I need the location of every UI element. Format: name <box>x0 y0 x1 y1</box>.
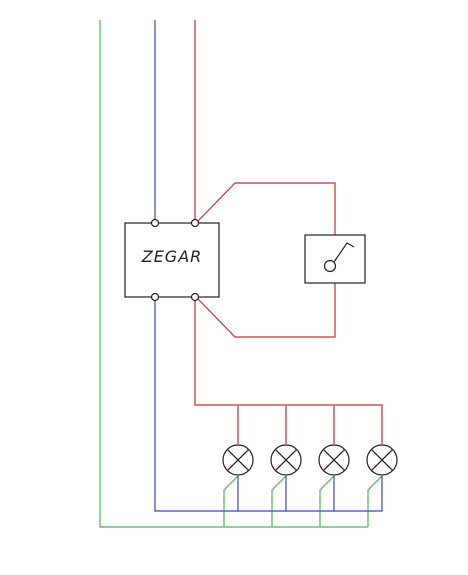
terminal-neutral-in <box>150 218 160 228</box>
lamp-cross <box>226 448 250 472</box>
earth-tap-1 <box>223 475 239 527</box>
timer-box: ZEGAR <box>124 218 220 302</box>
earth-tap-4 <box>367 475 383 527</box>
earth-wiring <box>99 20 383 528</box>
lamp <box>366 444 398 476</box>
phase-from-switch <box>197 283 336 338</box>
neutral-return <box>154 301 383 512</box>
light-switch <box>304 234 366 284</box>
earth-main-line <box>99 20 368 528</box>
switch-body <box>304 234 366 284</box>
lamp-cross <box>322 448 346 472</box>
terminal-neutral-out <box>150 292 160 302</box>
lamp-group <box>222 444 398 476</box>
lamp <box>318 444 350 476</box>
lamp-cross <box>274 448 298 472</box>
phase-wiring <box>194 20 383 444</box>
phase-lamp-bus <box>194 301 383 444</box>
switch-lever <box>333 242 355 263</box>
earth-tap-3 <box>319 475 335 527</box>
lamp <box>222 444 254 476</box>
lamp <box>270 444 302 476</box>
terminal-phase-in <box>190 218 200 228</box>
neutral-wiring <box>154 20 383 512</box>
terminal-phase-out <box>190 292 200 302</box>
lamp-cross <box>370 448 394 472</box>
phase-to-switch <box>197 182 336 235</box>
switch-pivot <box>323 259 337 273</box>
earth-tap-2 <box>271 475 287 527</box>
timer-body <box>124 222 220 298</box>
timer-label: ZEGAR <box>141 247 203 266</box>
